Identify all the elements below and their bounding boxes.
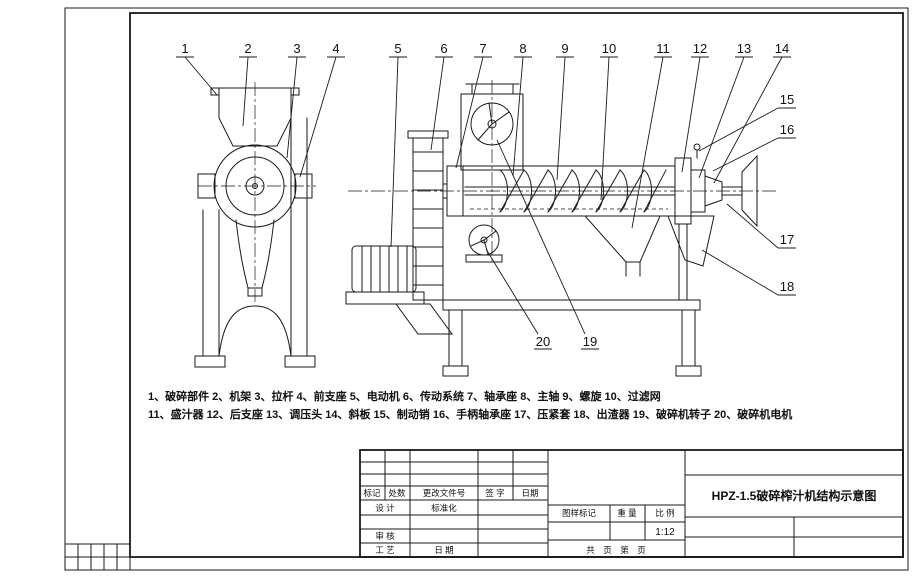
title-block-stamp-mark: 图样标记	[562, 508, 597, 518]
side-view	[345, 80, 778, 377]
callout-19: 19	[583, 334, 597, 349]
transmission-guard	[407, 130, 449, 301]
callout-13: 13	[737, 41, 751, 56]
crusher-motor	[465, 224, 503, 263]
machine-frame	[442, 299, 702, 377]
callout-5: 5	[394, 41, 401, 56]
callout-1: 1	[181, 41, 188, 56]
title-block-role-date: 日 期	[434, 545, 453, 555]
title-block-rev-sign: 签 字	[485, 488, 504, 498]
callout-2: 2	[244, 41, 251, 56]
callout-11: 11	[656, 41, 670, 56]
callout-10: 10	[602, 41, 616, 56]
callout-7: 7	[479, 41, 486, 56]
callout-3: 3	[293, 41, 300, 56]
title-block-scale-value: 1:12	[655, 527, 675, 538]
callout-8: 8	[519, 41, 526, 56]
callout-14: 14	[775, 41, 789, 56]
callout-4: 4	[332, 41, 339, 56]
title-block-rev-count: 处数	[388, 488, 406, 498]
callout-12: 12	[693, 41, 707, 56]
title-block-role-design: 设 计	[375, 503, 395, 513]
title-block-sheet-info: 共 页 第 页	[586, 545, 646, 555]
front-view	[194, 82, 316, 368]
parts-list-line1: 1、破碎部件 2、机架 3、拉杆 4、前支座 5、电动机 6、传动系统 7、轴承…	[148, 389, 661, 403]
callout-6: 6	[440, 41, 447, 56]
callout-16: 16	[780, 122, 794, 137]
crusher-unit	[460, 83, 524, 171]
title-block-role-review: 审 核	[375, 531, 395, 541]
parts-list: 1、破碎部件 2、机架 3、拉杆 4、前支座 5、电动机 6、传动系统 7、轴承…	[148, 389, 792, 421]
parts-list-line2: 11、盛汁器 12、后支座 13、调压头 14、斜板 15、制动销 16、手柄轴…	[148, 407, 792, 421]
rear-end-assembly	[674, 143, 758, 301]
title-block-role-standard: 标准化	[431, 503, 457, 513]
title-block-stamp-scale: 比 例	[655, 508, 674, 518]
title-block-role-process: 工 艺	[375, 545, 394, 555]
title-block-rev-mark: 标记	[363, 488, 381, 498]
title-block-rev-date: 日期	[521, 488, 538, 498]
title-block-stamp-weight: 重 量	[617, 508, 637, 518]
discharge-cone	[667, 215, 715, 267]
main-motor	[345, 245, 453, 335]
callout-18: 18	[780, 279, 794, 294]
binding-block	[64, 543, 131, 571]
callouts: 1 2 3 4 5 6 7 8 9 10 11 12 13 14 15 16 1…	[181, 41, 794, 349]
callout-9: 9	[561, 41, 568, 56]
leader-lines	[176, 56, 796, 350]
title-block: 标记 处数 更改文件号 签 字 日期 设 计 标准化 审 核 工 艺 日 期 图…	[359, 449, 904, 558]
callout-20: 20	[536, 334, 550, 349]
callout-17: 17	[780, 232, 794, 247]
drawing-title: HPZ-1.5破碎榨汁机结构示意图	[712, 488, 877, 503]
juice-funnel	[583, 215, 661, 277]
callout-15: 15	[780, 92, 794, 107]
title-block-rev-doc: 更改文件号	[423, 488, 466, 498]
